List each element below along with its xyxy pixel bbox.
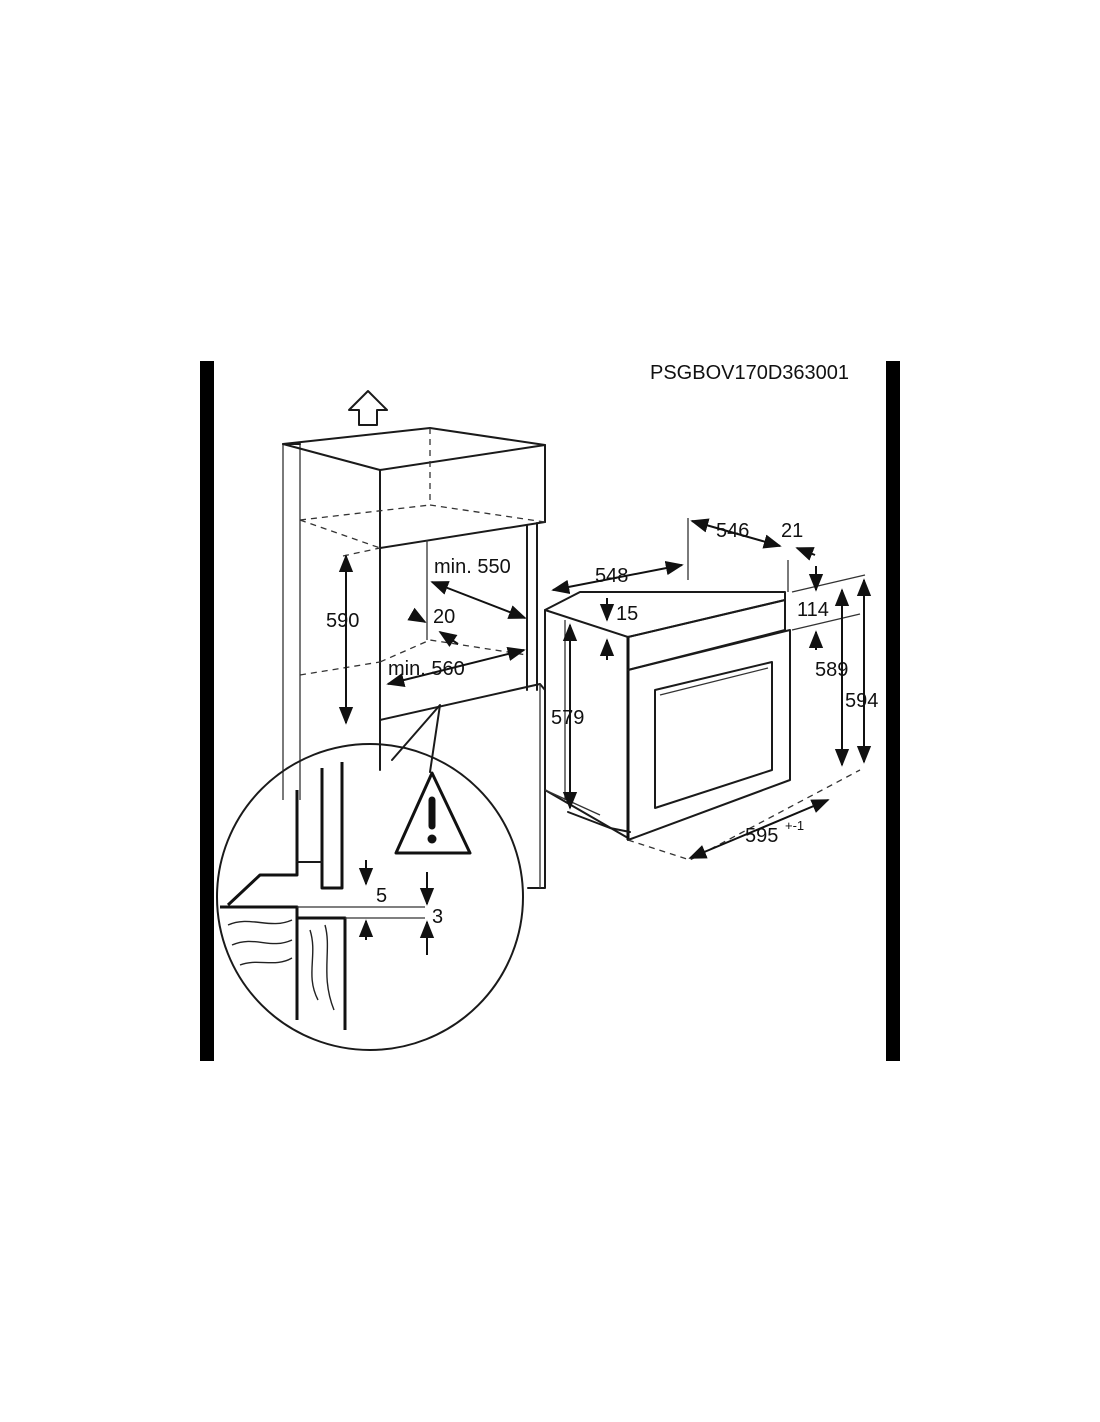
label-body-height-front: 579 bbox=[551, 707, 584, 729]
dim-arrow-front-thickness bbox=[795, 547, 816, 561]
ventilation-up-arrow-icon bbox=[348, 390, 388, 426]
dim-line-depth-top bbox=[690, 518, 782, 549]
warning-triangle-icon bbox=[394, 771, 472, 855]
diagram-code: PSGBOV170D363001 bbox=[650, 362, 849, 384]
dim-line-niche-width bbox=[386, 646, 526, 688]
label-gap-bottom: 3 bbox=[432, 906, 443, 928]
label-width: 595 bbox=[745, 825, 778, 847]
detail-callout bbox=[391, 704, 441, 773]
dim-line-niche-depth bbox=[430, 581, 527, 619]
label-niche-width: min. 560 bbox=[388, 658, 465, 680]
label-depth-top: 546 bbox=[716, 520, 749, 542]
label-front-thickness: 21 bbox=[781, 520, 803, 542]
label-panel-height: 114 bbox=[797, 599, 829, 621]
detail-circle bbox=[216, 743, 524, 1051]
dim-line-gap bbox=[407, 607, 427, 623]
frame-right-bar bbox=[886, 361, 900, 1061]
label-top-offset: 15 bbox=[616, 603, 638, 625]
label-gap-top: 5 bbox=[376, 885, 387, 907]
frame-left-bar bbox=[200, 361, 214, 1061]
dim-line-width bbox=[688, 799, 830, 859]
dim-line-depth-body bbox=[551, 561, 684, 594]
label-niche-depth: min. 550 bbox=[434, 556, 511, 578]
oven bbox=[544, 591, 861, 861]
label-body-height: 589 bbox=[815, 659, 848, 681]
label-niche-height: 590 bbox=[326, 610, 359, 632]
label-total-height: 594 bbox=[845, 690, 878, 712]
label-gap: 20 bbox=[433, 606, 455, 628]
label-depth-body: 548 bbox=[595, 565, 628, 587]
label-width-tolerance: +-1 bbox=[785, 818, 804, 833]
